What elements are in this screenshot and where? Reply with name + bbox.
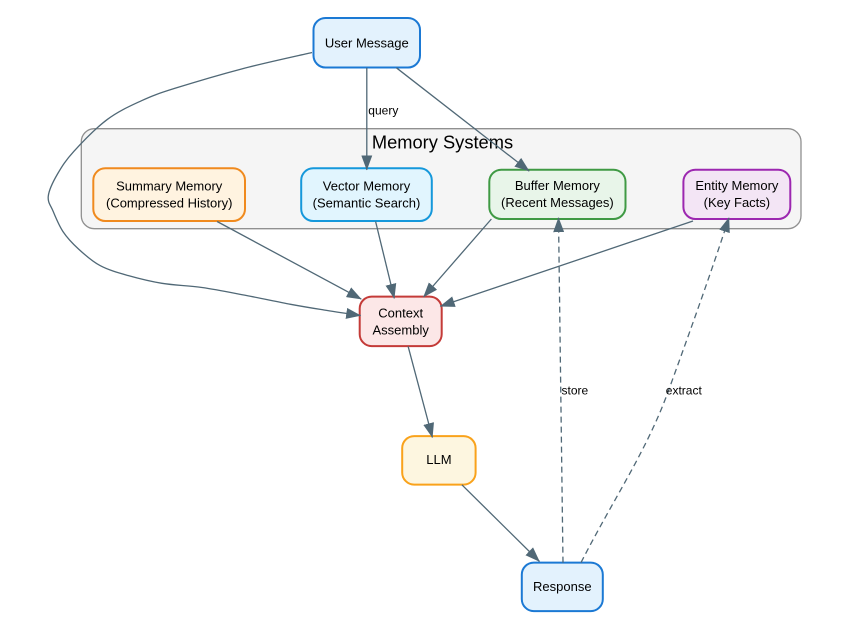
- svg-text:Vector Memory: Vector Memory: [323, 179, 411, 194]
- svg-text:Buffer Memory: Buffer Memory: [515, 178, 601, 193]
- svg-text:User Message: User Message: [325, 35, 409, 50]
- svg-text:Entity Memory: Entity Memory: [695, 178, 779, 193]
- svg-text:(Compressed History): (Compressed History): [106, 196, 232, 211]
- svg-text:Assembly: Assembly: [373, 322, 430, 337]
- svg-text:Response: Response: [533, 579, 592, 594]
- svg-text:Memory Systems: Memory Systems: [372, 132, 513, 153]
- svg-text:extract: extract: [666, 383, 703, 397]
- svg-text:query: query: [368, 103, 398, 117]
- svg-text:store: store: [562, 383, 589, 397]
- svg-text:(Key Facts): (Key Facts): [704, 195, 770, 210]
- svg-text:LLM: LLM: [426, 452, 451, 467]
- svg-text:Context: Context: [378, 305, 423, 320]
- svg-text:(Recent Messages): (Recent Messages): [501, 195, 614, 210]
- svg-text:(Semantic Search): (Semantic Search): [313, 196, 421, 211]
- svg-text:Summary Memory: Summary Memory: [116, 179, 223, 194]
